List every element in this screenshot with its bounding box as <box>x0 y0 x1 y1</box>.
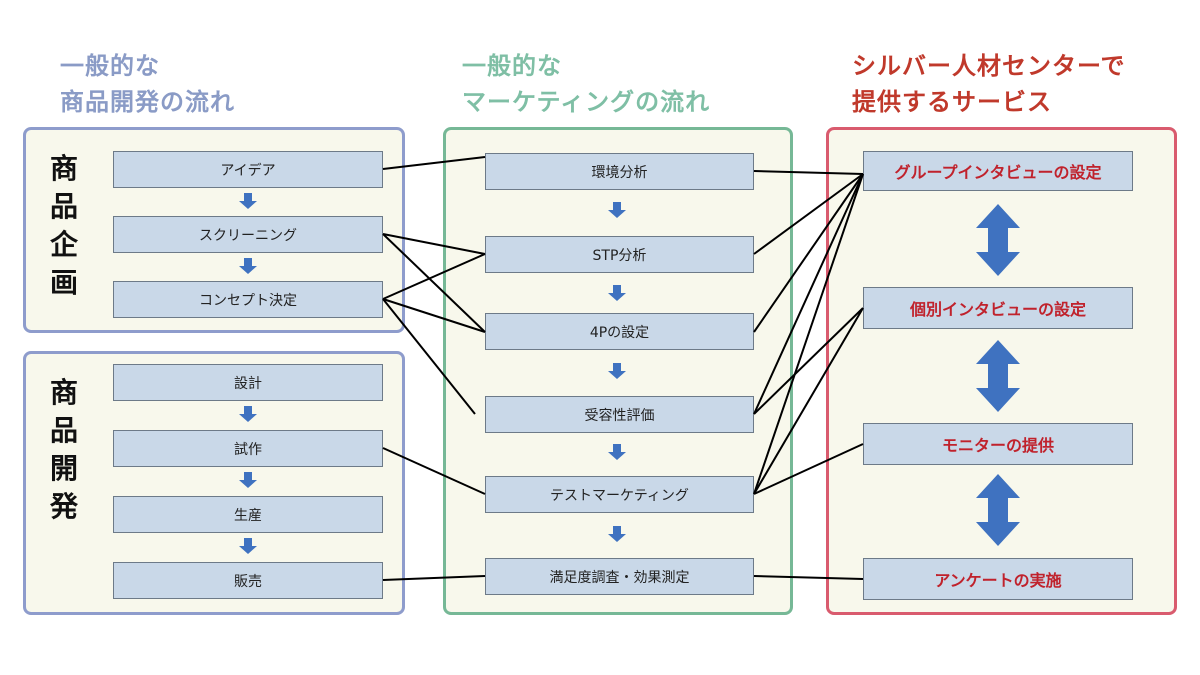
step-production: 生産 <box>113 496 383 533</box>
arrow-down-icon <box>239 472 257 488</box>
double-arrow-icon <box>976 474 1020 546</box>
heading-middle-line1: 一般的な <box>462 52 562 80</box>
label-product-development: 商品開発 <box>49 376 78 523</box>
arrow-down-icon <box>239 538 257 554</box>
connector-lines <box>382 156 864 581</box>
step-design: 設計 <box>113 364 383 401</box>
step-test-marketing: テストマーケティング <box>485 476 754 513</box>
arrow-down-icon <box>239 258 257 274</box>
service-individual-interview: 個別インタビューの設定 <box>863 287 1133 329</box>
service-monitor-provision: モニターの提供 <box>863 423 1133 465</box>
step-prototype: 試作 <box>113 430 383 467</box>
heading-general-marketing: 一般的な マーケティングの流れ <box>462 48 710 120</box>
step-acceptance-evaluation: 受容性評価 <box>485 396 754 433</box>
service-group-interview: グループインタビューの設定 <box>863 151 1133 191</box>
heading-silver-center-services: シルバー人材センターで 提供するサービス <box>852 48 1126 120</box>
step-idea: アイデア <box>113 151 383 188</box>
step-stp-analysis: STP分析 <box>485 236 754 273</box>
step-satisfaction-survey: 満足度調査・効果測定 <box>485 558 754 595</box>
heading-right-line2: 提供するサービス <box>852 88 1052 116</box>
arrow-down-icon <box>608 444 626 460</box>
double-arrow-icon <box>976 204 1020 276</box>
heading-left-line2: 商品開発の流れ <box>60 88 235 116</box>
double-arrow-icon <box>976 340 1020 412</box>
step-sales: 販売 <box>113 562 383 599</box>
arrow-down-icon <box>608 285 626 301</box>
arrow-down-icon <box>608 363 626 379</box>
label-product-planning: 商品企画 <box>49 152 78 299</box>
arrow-down-icon <box>608 526 626 542</box>
step-screening: スクリーニング <box>113 216 383 253</box>
heading-right-line1: シルバー人材センターで <box>852 52 1126 80</box>
arrow-down-icon <box>239 406 257 422</box>
step-4p-setting: 4Pの設定 <box>485 313 754 350</box>
heading-middle-line2: マーケティングの流れ <box>462 88 711 116</box>
heading-left-line1: 一般的な <box>60 52 160 80</box>
step-concept-decision: コンセプト決定 <box>113 281 383 318</box>
step-environment-analysis: 環境分析 <box>485 153 754 190</box>
arrow-down-icon <box>239 193 257 209</box>
arrow-down-icon <box>608 202 626 218</box>
heading-general-product-development: 一般的な 商品開発の流れ <box>60 48 235 120</box>
service-questionnaire: アンケートの実施 <box>863 558 1133 600</box>
